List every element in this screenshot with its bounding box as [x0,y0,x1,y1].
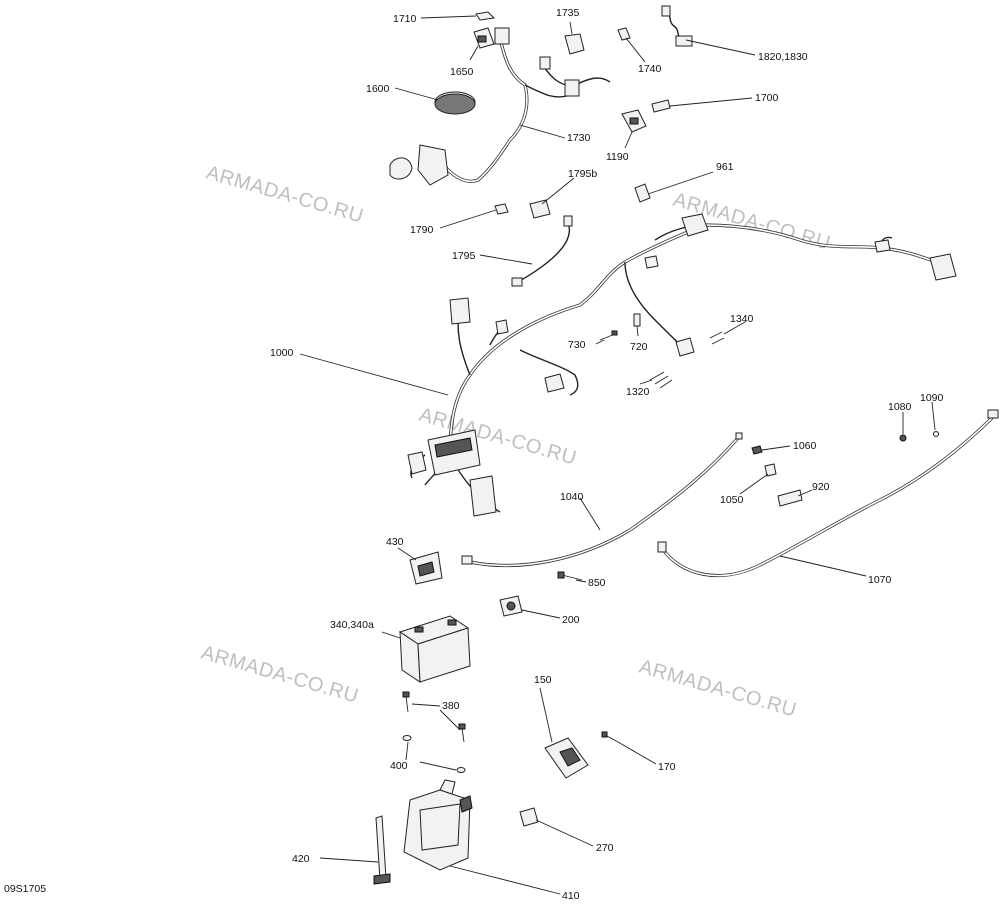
part-labels: 1710 1650 1735 1740 1820,1830 1600 1730 … [4,7,944,902]
label-1730: 1730 [567,132,591,144]
part-1080 [899,434,907,442]
connector [495,319,509,335]
label-1040: 1040 [560,491,584,503]
label-730: 730 [568,339,586,351]
part-1700 [651,99,671,113]
part-170 [601,731,619,743]
connector [681,213,709,237]
part-400 [402,735,466,773]
part-1340 [709,331,725,345]
label-920: 920 [812,481,830,493]
cable-1040 [461,432,743,568]
label-1080: 1080 [888,401,912,413]
part-1650 [473,27,495,49]
part-720 [633,313,641,327]
leader-lines [299,15,936,895]
connector [417,144,449,186]
part-961 [634,183,651,203]
label-1700: 1700 [755,92,779,104]
part-1090 [933,431,939,437]
label-1070: 1070 [868,574,892,586]
label-720: 720 [630,341,648,353]
label-1795b: 1795b [568,168,597,180]
cable-1070 [657,409,999,578]
label-1050: 1050 [720,494,744,506]
part-1735 [564,33,585,55]
part-380 [402,691,466,743]
connector [449,297,471,325]
part-920 [777,489,803,507]
part-1060 [751,445,763,455]
label-200: 200 [562,614,580,626]
connector [407,451,427,475]
watermark: ARMADA-CO.RU [204,162,366,228]
label-1790: 1790 [410,224,434,236]
part-410-tray [403,779,473,871]
connector [874,239,891,253]
label-1090: 1090 [920,392,944,404]
part-1710 [475,11,496,21]
connector [494,27,510,45]
part-1600 [434,91,476,115]
label-1740: 1740 [638,63,662,75]
part-150 [544,737,589,779]
label-270: 270 [596,842,614,854]
label-1710: 1710 [393,13,417,25]
drawing-code: 09S1705 [4,883,46,895]
socket [389,157,413,180]
label-1795: 1795 [452,250,476,262]
connector [539,56,551,70]
label-1320: 1320 [626,386,650,398]
part-1190 [621,109,647,133]
part-850 [557,571,583,581]
label-430: 430 [386,536,404,548]
connector [469,475,497,517]
part-420-strap [373,815,391,885]
connector [564,79,580,97]
connector [929,253,957,281]
part-340-battery [398,615,471,683]
label-1190: 1190 [606,151,629,163]
connector [544,373,565,393]
label-850: 850 [588,577,606,589]
label-1735: 1735 [556,7,580,19]
label-1000: 1000 [270,347,294,359]
label-1650: 1650 [450,66,474,78]
label-170: 170 [658,761,676,773]
part-1795b [529,199,551,219]
part-1740 [617,27,631,41]
label-1820: 1820,1830 [758,51,808,63]
watermarks: ARMADA-CO.RU ARMADA-CO.RU ARMADA-CO.RU A… [199,162,833,722]
main-harness-1000 [407,213,957,517]
label-1600: 1600 [366,83,390,95]
label-410: 410 [562,890,580,902]
label-420: 420 [292,853,310,865]
harness-1730 [389,27,611,186]
part-1050 [764,463,777,477]
label-1060: 1060 [793,440,817,452]
part-1795 [511,215,573,287]
label-1340: 1340 [730,313,754,325]
watermark: ARMADA-CO.RU [637,656,799,722]
connector [675,337,695,357]
label-150: 150 [534,674,552,686]
part-1320 [649,371,673,389]
part-270 [519,807,539,827]
label-340: 340,340a [330,619,374,631]
part-200 [499,595,523,617]
label-380: 380 [442,700,460,712]
part-430 [409,551,443,585]
label-961: 961 [716,161,734,173]
connector [644,255,659,269]
label-400: 400 [390,760,408,772]
part-730 [599,330,618,341]
watermark: ARMADA-CO.RU [199,642,361,708]
part-1790 [494,203,509,215]
